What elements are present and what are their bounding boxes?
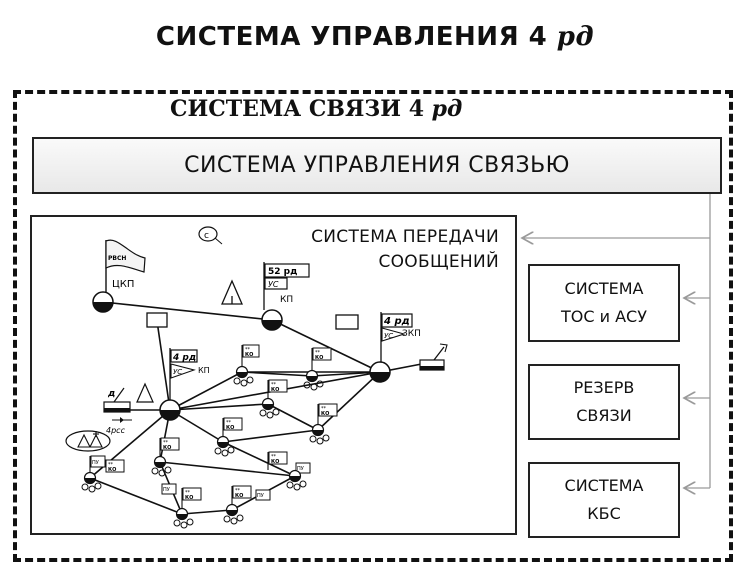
center-flag-top: 4 рд	[172, 353, 196, 363]
reserve-box: РЕЗЕРВ СВЯЗИ	[528, 364, 680, 440]
tos-asu-line2: ТОС и АСУ	[561, 307, 647, 326]
svg-text:**: **	[245, 347, 251, 353]
center-label: КП	[198, 366, 210, 375]
comm-management-label: СИСТЕМА УПРАВЛЕНИЯ СВЯЗЬЮ	[184, 153, 570, 178]
comm-system-border	[13, 90, 733, 562]
svg-text:**: **	[226, 420, 232, 426]
svg-text:**: **	[315, 350, 321, 356]
kp-flag-top: 52 рд	[268, 267, 297, 277]
kbs-line1: СИСТЕМА	[564, 476, 644, 495]
svg-text:**: **	[271, 382, 277, 388]
message-transfer-line1: СИСТЕМА ПЕРЕДАЧИ	[311, 227, 499, 247]
kp-node: 52 рд УС КП	[221, 262, 310, 331]
svg-text:КО: КО	[185, 495, 193, 501]
satellite-symbol: с	[198, 226, 223, 245]
tos-asu-line1: СИСТЕМА	[564, 279, 644, 298]
comm-system-title: СИСТЕМА СВЯЗИ 4 рд	[170, 96, 463, 122]
tskp-label: ЦКП	[112, 279, 134, 290]
station-8: ** КО ПУ	[267, 451, 311, 491]
kp-flag-mid: УС	[268, 280, 279, 289]
tskp-flag-text: РВСН	[108, 255, 126, 262]
svg-text:**: **	[271, 454, 277, 460]
station-9: ПУ ** КО	[161, 483, 202, 529]
comm-management-box: СИСТЕМА УПРАВЛЕНИЯ СВЯЗЬЮ	[32, 137, 722, 194]
svg-text:**: **	[321, 406, 327, 412]
reserve-line1: РЕЗЕРВ	[573, 378, 635, 397]
message-transfer-title: СИСТЕМА ПЕРЕДАЧИ СООБЩЕНИЙ	[311, 225, 499, 275]
center-kp-node: 4 рд УС КП	[159, 348, 210, 421]
svg-text:ПУ: ПУ	[92, 460, 99, 466]
zkp-label: ЗКП	[402, 329, 421, 339]
reserve-label: 4рсс	[106, 426, 126, 435]
main-title: СИСТЕМА УПРАВЛЕНИЯ 4 рд	[155, 22, 595, 52]
station-5: ** КО	[214, 417, 243, 457]
svg-text:КО: КО	[271, 387, 279, 393]
zkp-flag-mid: УС	[384, 332, 393, 340]
reserve-line2: СВЯЗИ	[576, 406, 632, 425]
svg-text:**: **	[108, 462, 114, 468]
svg-text:КО: КО	[315, 355, 323, 361]
management-connectors	[522, 194, 711, 488]
relay-box-right	[335, 314, 359, 330]
zkp-node: 4 рд УС ЗКП	[369, 312, 421, 383]
kp-label: КП	[280, 295, 293, 305]
station-1: ** КО	[233, 344, 260, 387]
svg-text:**: **	[163, 440, 169, 446]
svg-text:**: **	[235, 488, 241, 494]
relay-box-left	[146, 312, 168, 328]
antenna-right	[419, 343, 448, 371]
tos-asu-box: СИСТЕМА ТОС и АСУ	[528, 264, 680, 342]
svg-text:**: **	[185, 490, 191, 496]
station-10: ** КО ПУ	[223, 485, 271, 525]
tskp-node: РВСН ЦКП	[92, 239, 146, 313]
station-3: ** КО	[259, 379, 288, 419]
station-2: ** КО	[303, 347, 332, 391]
svg-text:ПУ: ПУ	[297, 466, 304, 472]
svg-text:КО: КО	[108, 467, 116, 473]
center-flag-mid: УС	[173, 368, 182, 376]
kbs-box: СИСТЕМА КБС	[528, 462, 680, 538]
svg-text:КО: КО	[163, 445, 171, 451]
reserve-node: 4рсс	[65, 426, 126, 452]
svg-text:КО: КО	[271, 459, 279, 465]
svg-text:КО: КО	[226, 425, 234, 431]
station-6: ** КО	[151, 437, 180, 477]
antenna-left: д	[103, 382, 154, 423]
label-c: с	[204, 231, 209, 241]
svg-text:КО: КО	[235, 493, 243, 499]
message-transfer-line2: СООБЩЕНИЙ	[378, 252, 499, 272]
station-4: ** КО	[309, 403, 338, 445]
kbs-line2: КБС	[587, 504, 621, 523]
svg-text:ПУ: ПУ	[257, 493, 264, 499]
svg-text:КО: КО	[245, 352, 253, 358]
svg-text:КО: КО	[321, 411, 329, 417]
zkp-flag-top: 4 рд	[383, 316, 410, 327]
svg-text:ПУ: ПУ	[163, 487, 170, 493]
station-7: ПУ ** КО	[81, 455, 125, 493]
label-d: д	[107, 389, 115, 399]
